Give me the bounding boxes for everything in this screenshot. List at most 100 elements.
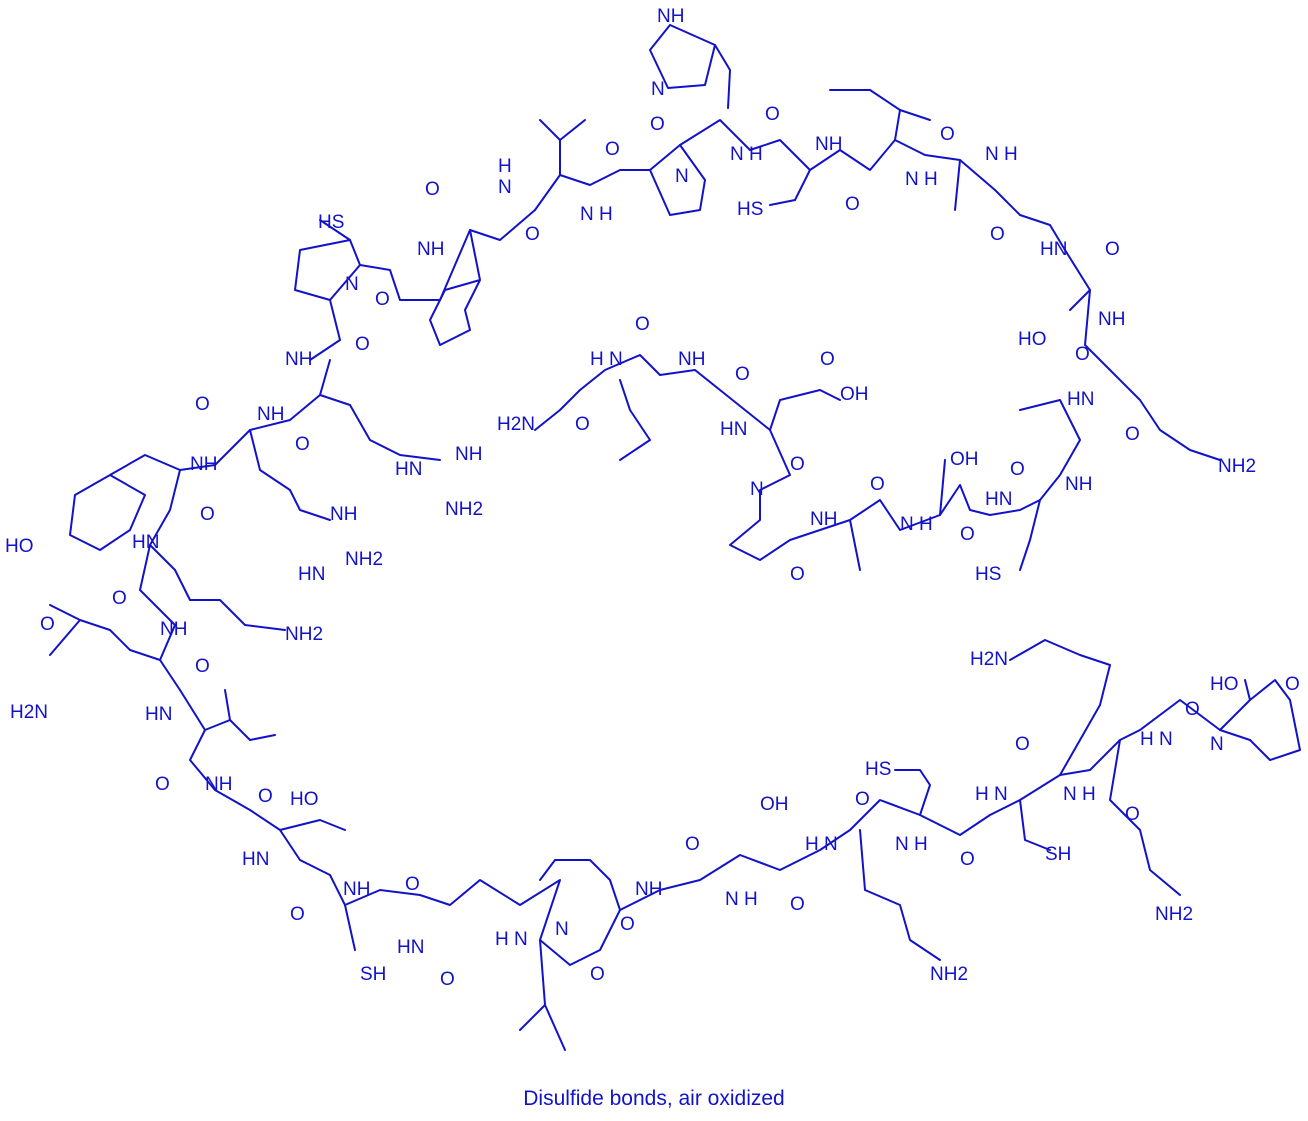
atom-label-nh: H N [495,929,528,950]
atom-label-o: O [940,124,955,145]
atom-label-o: O [1125,424,1140,445]
atom-label-nh2: NH2 [345,549,383,570]
atom-label-o: O [195,394,210,415]
atom-label-h2n: H2N [970,649,1008,670]
atom-label-nh: HN [720,419,747,440]
atom-label-h2n: H2N [497,414,535,435]
atom-label-nh: N H [900,514,933,535]
atom-labels: NH N HS NH N O O H N O N H O N O N H O N… [5,6,1300,990]
atom-label-nh: NH [635,879,662,900]
atom-label-o: O [1075,344,1090,365]
atom-label-nh: H N [590,349,623,370]
atom-label-o: O [525,224,540,245]
atom-label-nh: N H [730,144,763,165]
atom-label-hn: HN [1067,389,1094,410]
atom-label-nh: N H [580,204,613,225]
atom-label-o: O [258,786,273,807]
atom-label-o: O [425,179,440,200]
atom-label-o: O [960,849,975,870]
atom-label-o: O [650,114,665,135]
atom-label-o: O [440,969,455,990]
atom-label-nh: N H [985,144,1018,165]
atom-label-o: O [405,874,420,895]
atom-label-hn: HN [298,564,325,585]
atom-label-nh: NH [678,349,705,370]
atom-label-o: O [200,504,215,525]
atom-label-ho: HO [1210,674,1239,695]
atom-label-o: O [790,454,805,475]
atom-label-nh: H N [805,834,838,855]
atom-label-n: N [345,274,359,295]
atom-label-o: O [1185,699,1200,720]
atom-label-hn: HN [397,937,424,958]
atom-label-ho: HO [5,536,34,557]
atom-label-sh: SH [1045,844,1071,865]
atom-label-nh: NH [417,239,444,260]
atom-label-nh: N H [725,889,758,910]
atom-label-o: O [1125,804,1140,825]
atom-label-nh: NH [160,619,187,640]
atom-label-h2n: H2N [10,702,48,723]
atom-label-oh: OH [760,794,789,815]
atom-label-n: N [651,79,665,100]
atom-label-o: O [355,334,370,355]
atom-label-nh: HN [395,459,422,480]
atom-label-o: O [40,614,55,635]
bond-lines [49,24,1301,1051]
atom-label-nh: NH [657,6,684,27]
atom-label-o: O [605,139,620,160]
atom-label-o: O [195,656,210,677]
atom-label-hs: HS [975,564,1001,585]
atom-label-o: O [870,474,885,495]
atom-label-o: O [1105,239,1120,260]
atom-label-nh: NH [455,444,482,465]
atom-label-nh2: NH2 [1218,456,1256,477]
atom-label-hn: HN [1040,239,1067,260]
atom-label-o: O [290,904,305,925]
atom-label-nh: NH [330,504,357,525]
atom-label-o: O [1285,674,1300,695]
atom-label-o: O [845,194,860,215]
atom-label-nh: NH [815,134,842,155]
atom-label-ho: HO [1018,329,1047,350]
atom-label-nh: H N [1140,729,1173,750]
atom-label-nh: NH [190,454,217,475]
atom-label-nh: N H [905,169,938,190]
atom-label-hn: HN [242,849,269,870]
atom-label-oh: OH [840,384,869,405]
atom-label-nh: NH [1098,309,1125,330]
atom-label-n: N [675,166,689,187]
atom-label-o: O [855,789,870,810]
atom-label-oh: OH [950,449,979,470]
atom-label-nh2: NH2 [285,624,323,645]
atom-label-hs: HS [865,759,891,780]
atom-label-o: O [620,914,635,935]
atom-label-o: O [960,524,975,545]
atom-label-n: N [498,177,512,198]
atom-label-o: O [575,414,590,435]
atom-label-nh: NH [1065,474,1092,495]
atom-label-o: O [820,349,835,370]
atom-label-h: H [498,156,512,177]
atom-label-nh: NH [257,404,284,425]
atom-label-hn: HN [985,489,1012,510]
atom-label-o: O [590,964,605,985]
atom-label-ho: HO [290,789,319,810]
atom-label-nh: NH [205,774,232,795]
atom-label-hs: HS [737,199,763,220]
atom-label-nh: H N [975,784,1008,805]
caption: Disulfide bonds, air oxidized [523,1087,785,1110]
atom-label-o: O [685,834,700,855]
atom-label-nh: NH [810,509,837,530]
atom-label-hn: HN [145,704,172,725]
atom-label-nh2: NH2 [930,964,968,985]
atom-label-n: N [750,479,764,500]
atom-label-sh: SH [360,964,386,985]
atom-label-o: O [375,289,390,310]
atom-label-n: N [1210,734,1224,755]
atom-label-nh: NH [343,879,370,900]
atom-label-nh: N H [1063,784,1096,805]
atom-label-nh: NH [285,349,312,370]
atom-label-hs: HS [318,212,344,233]
